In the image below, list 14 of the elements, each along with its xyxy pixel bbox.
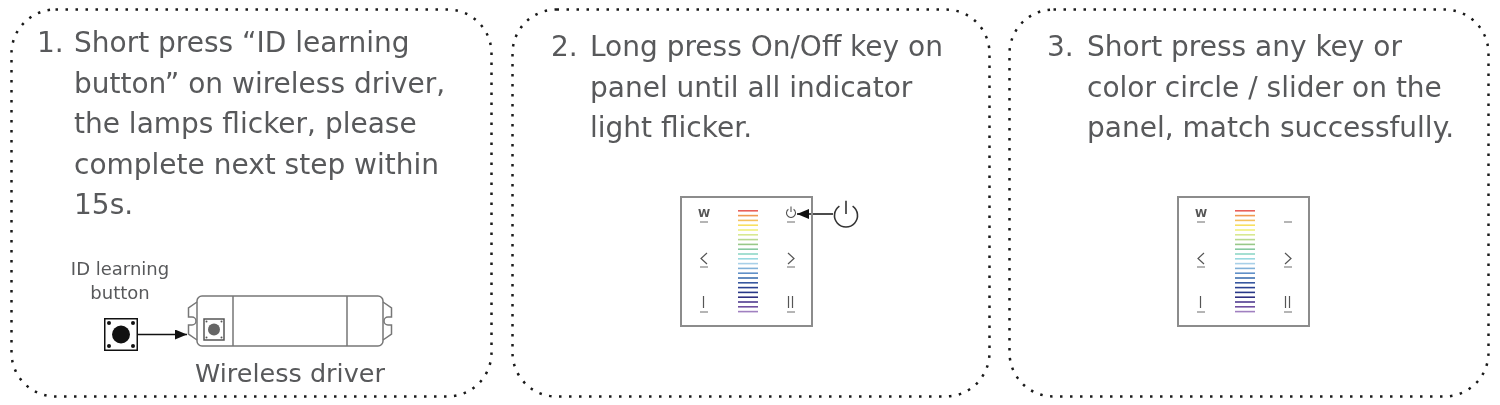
key-label: W	[697, 207, 711, 221]
step-number: 1.	[37, 25, 64, 61]
arrow	[137, 329, 188, 340]
device-caption: Wireless driver	[195, 358, 385, 388]
step-instruction: Short press “ID learning button” on wireless driver, the lamps flicker, please complete next step within 15s.	[74, 25, 447, 223]
wall-control-panel	[680, 196, 813, 327]
key-label: W	[1194, 207, 1208, 221]
step-number: 2.	[551, 29, 578, 65]
step-instruction: Short press any key or color circle / slider on the panel, match successfully.	[1087, 29, 1456, 146]
component-label: ID learning button	[69, 257, 171, 305]
wall-control-panel	[1177, 196, 1310, 327]
arrow	[796, 209, 834, 219]
step-number: 3.	[1047, 29, 1074, 65]
step-instruction: Long press On/Off key on panel until all indicator light flicker.	[590, 29, 944, 146]
